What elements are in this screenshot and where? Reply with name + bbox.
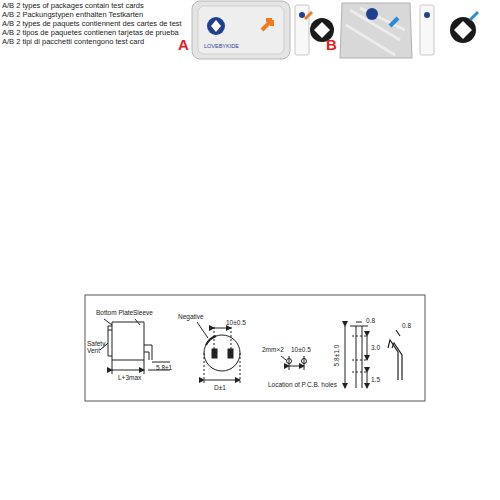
package-letter: B: [326, 37, 337, 54]
test-card: [420, 5, 434, 55]
disc-mark: [454, 21, 472, 39]
disc-mark: [314, 22, 330, 38]
dimension: 0.8: [366, 317, 375, 324]
caption-line: A/B 2 tipi di pacchetti contengono test …: [2, 38, 144, 46]
logo-mark: [211, 20, 221, 32]
dimension: 0.8: [402, 322, 411, 329]
package-letter: A: [178, 37, 189, 54]
test-card: [295, 5, 309, 55]
drawing-frame: [85, 295, 425, 401]
part-name: Negative: [178, 313, 204, 320]
blue-arrow: [470, 12, 478, 20]
package-pouch: [340, 3, 412, 58]
brand-name: LOVEBYKIDE: [204, 43, 239, 49]
part-name: Bottom Plate: [96, 309, 133, 316]
part-name: Sleeve: [133, 309, 153, 316]
dimension: 10±0.5: [226, 319, 246, 326]
box-lid: [198, 6, 284, 54]
dimension: D±1: [214, 384, 226, 391]
blue-arrow: [390, 18, 398, 26]
logo: [207, 17, 225, 35]
dimension: 5.8±1.0: [333, 345, 340, 367]
orange-arrow: [305, 12, 312, 19]
lead-profile: [388, 330, 402, 380]
dimension: 2mm×2: [262, 346, 284, 353]
dimension: 1.5: [371, 376, 380, 383]
pouch-fold: [346, 8, 405, 55]
dimension: 3.0: [371, 344, 380, 351]
package-box: [192, 1, 290, 59]
dimension: 10±0.5: [291, 346, 311, 353]
dimension: L+3max: [118, 374, 141, 381]
caption-line: A/B 2 types de paquets contiennent des c…: [2, 20, 182, 28]
card-logo: [424, 12, 430, 18]
orange-arrow: [262, 20, 272, 30]
pcb-holes: [281, 356, 307, 370]
test-disc: [450, 17, 476, 43]
dimension: 5.8±1: [156, 364, 172, 371]
capacitor-top-view: [197, 322, 240, 384]
caption-line: A/B 2 Packungstypen enthalten Testkarten: [2, 11, 143, 19]
part-name: Safety Vent: [87, 340, 109, 354]
caption-line: A/B 2 tipos de paquetes contienen tarjet…: [2, 29, 179, 37]
lead-section-view: [345, 322, 368, 388]
logo: [366, 8, 378, 20]
note: Location of P.C.B. holes: [268, 381, 337, 388]
card-logo: [299, 12, 305, 18]
caption-line: A/B 2 types of packages contain test car…: [2, 2, 144, 10]
